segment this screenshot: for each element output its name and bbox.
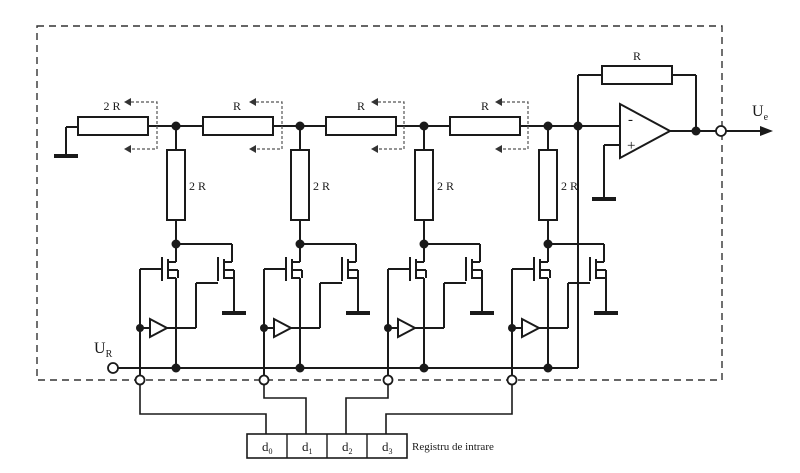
input-register: d0 d1 d2 d3 [246, 433, 408, 459]
leg-resistor-4: 2 R [538, 126, 578, 244]
control-terminals [134, 374, 518, 386]
ref-voltage-label: UR [94, 340, 113, 360]
register-wiring [139, 385, 513, 434]
leg-resistor-1: 2 R [166, 126, 206, 244]
ladder-resistor-label: 2 R [103, 99, 120, 113]
ladder-resistor-label: R [233, 99, 241, 113]
ladder-resistor-r1: R [202, 99, 274, 136]
ladder-resistor-r2: R [325, 99, 397, 136]
leg-resistor-label: 2 R [189, 179, 206, 193]
current-arrows [131, 101, 529, 150]
switch-stage-4 [511, 239, 607, 380]
ladder-resistor-label: R [357, 99, 365, 113]
feedback-resistor: R [601, 49, 673, 85]
switch-stage-3 [387, 239, 483, 380]
junction-dot [136, 324, 144, 332]
opamp-plus-sign: + [627, 138, 635, 154]
output-arrowhead-icon [760, 126, 773, 136]
register-caption: Registru de intrare [412, 441, 494, 453]
opamp-wiring [577, 74, 716, 198]
ground-symbol-left [54, 126, 78, 158]
leg-resistor-label: 2 R [561, 179, 578, 193]
junction-dot [384, 324, 392, 332]
output-terminal [715, 125, 727, 137]
register-cell-d3: d3 [382, 439, 393, 456]
leg-resistor-label: 2 R [437, 179, 454, 193]
opamp-minus-sign: - [628, 112, 633, 128]
junction-dot [691, 126, 701, 136]
output-opamp [619, 102, 673, 160]
leg-resistor-label: 2 R [313, 179, 330, 193]
dac-enclosure [36, 25, 723, 381]
ref-input-terminal [107, 362, 119, 374]
leg-resistor-3: 2 R [414, 126, 454, 244]
ladder-junctions [171, 121, 583, 131]
output-voltage-label: Ue [752, 103, 769, 123]
junction-dot [508, 324, 516, 332]
register-cell-d1: d1 [302, 439, 313, 456]
junction-dot [260, 324, 268, 332]
register-cell-d0: d0 [262, 439, 273, 456]
switch-stage-1 [139, 239, 235, 380]
current-arrow-heads [124, 98, 502, 153]
feedback-resistor-label: R [633, 49, 641, 63]
ladder-resistor-label: R [481, 99, 489, 113]
leg-resistor-2: 2 R [290, 126, 330, 244]
switch-stage-2 [263, 239, 359, 380]
ladder-resistor-2r: 2 R [77, 99, 149, 136]
register-cell-d2: d2 [342, 439, 353, 456]
ladder-resistor-r3: R [449, 99, 521, 136]
